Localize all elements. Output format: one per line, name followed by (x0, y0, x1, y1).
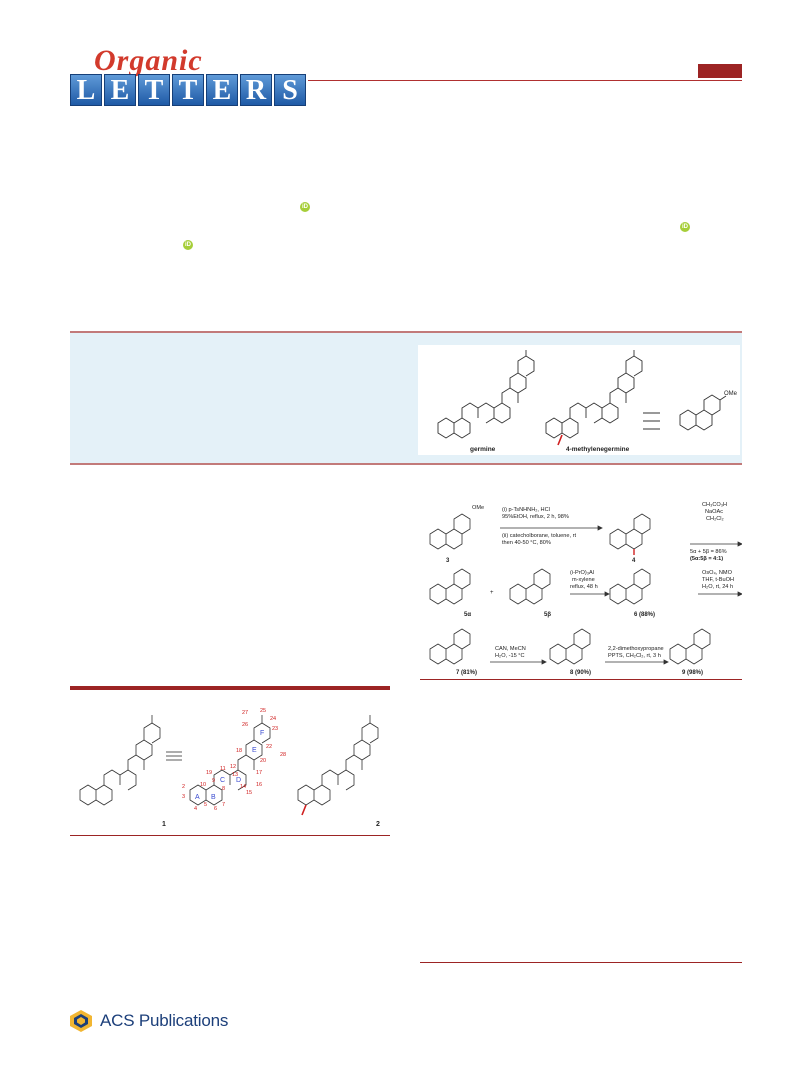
compound-7-label: 7 (81%) (456, 670, 477, 676)
journal-header: Organic L E T T E R S (70, 44, 742, 110)
step5-line2: H₂O, -15 °C (495, 653, 525, 659)
step1-line4: then 40-50 °C, 80% (502, 540, 551, 546)
step2-yield: 5α + 5β = 86% (690, 549, 727, 555)
step6-line2: PPTS, CH₂Cl₂, rt, 3 h (608, 653, 661, 659)
logo-organic-word: Organic (94, 44, 203, 77)
orcid-icon[interactable]: iD (680, 222, 690, 232)
step6-line1: 2,2-dimethoxypropane (608, 646, 664, 652)
step1-line1: (i) p-TsNHNH₂, HCl (502, 507, 550, 513)
carbon-number: 12 (230, 764, 236, 770)
step3-line3: reflux, 48 h (570, 584, 598, 590)
header-rule (308, 80, 742, 81)
carbon-number: 22 (266, 744, 272, 750)
toc-label-ome: OMe (724, 391, 738, 397)
logo-tile: E (206, 74, 238, 106)
logo-tile: S (274, 74, 306, 106)
carbon-number: 5 (204, 802, 207, 808)
carbon-number: 8 (222, 786, 225, 792)
figure-1-svg: A B C D E F 2 3 4 5 6 7 8 9 10 11 12 13 … (79, 708, 380, 828)
compound-8-label: 8 (90%) (570, 670, 591, 676)
logo-letter-tiles: L E T T E R S (70, 74, 306, 106)
carbon-number: 11 (220, 766, 226, 772)
compound-4-label: 4 (632, 558, 636, 564)
carbon-number: 17 (256, 770, 262, 776)
scheme-ome: OMe (472, 505, 484, 511)
carbon-number: 18 (236, 748, 242, 754)
ring-label-e: E (252, 747, 257, 754)
compound-5a-label: 5α (464, 612, 471, 618)
scheme-bottom-rule (420, 679, 742, 680)
carbon-number: 10 (200, 782, 206, 788)
step4-line2: THF, t-BuOH (702, 577, 734, 583)
carbon-number: 13 (232, 772, 238, 778)
compound-1-label: 1 (162, 821, 166, 828)
carbon-number: 6 (214, 806, 217, 812)
compound-3-label: 3 (446, 558, 450, 564)
compound-9-label: 9 (98%) (682, 670, 703, 676)
carbon-number: 2 (182, 784, 185, 790)
carbon-number: 16 (256, 782, 262, 788)
orcid-icon[interactable]: iD (300, 202, 310, 212)
toc-structures-svg: germine 4-methylenegermine OMe (437, 350, 738, 453)
ring-label-b: B (211, 794, 216, 801)
step1-line2: 95%EtOH, reflux, 2 h, 98% (502, 514, 569, 520)
scheme-svg: (i) p-TsNHNH₂, HCl 95%EtOH, reflux, 2 h,… (429, 502, 743, 676)
carbon-number: 15 (246, 790, 252, 796)
carbon-number: 7 (222, 802, 225, 808)
carbon-number: 19 (206, 770, 212, 776)
logo-tile: T (172, 74, 204, 106)
carbon-number: 14 (240, 784, 246, 790)
step4-line1: OsO₄, NMO (702, 570, 733, 576)
carbon-number: 27 (242, 710, 248, 716)
ring-label-a: A (195, 794, 200, 801)
step4-line3: H₂O, rt, 24 h (702, 584, 733, 590)
carbon-number: 25 (260, 708, 266, 714)
orcid-icon[interactable]: iD (183, 240, 193, 250)
ring-label-c: C (220, 777, 225, 784)
step2-line2: NaOAc (705, 509, 723, 515)
toc-label-methylenegermine: 4-methylenegermine (566, 446, 630, 453)
acs-publications-logo[interactable]: ACS Publications (68, 1006, 228, 1036)
acs-hexagon-icon (70, 1010, 92, 1032)
plus-sign: + (490, 590, 494, 596)
organic-letters-logo: Organic L E T T E R S (70, 44, 310, 110)
toc-graphic: germine 4-methylenegermine OMe (418, 345, 740, 455)
carbon-number: 26 (242, 722, 248, 728)
step3-line2: m-xylene (572, 577, 595, 583)
compound-6-label: 6 (88%) (634, 612, 655, 618)
step3-line1: (i-PrO)₃Al (570, 570, 594, 576)
logo-tile: R (240, 74, 272, 106)
abstract-band: germine 4-methylenegermine OMe (70, 331, 742, 465)
header-tab (698, 64, 742, 78)
synthesis-scheme: (i) p-TsNHNH₂, HCl 95%EtOH, reflux, 2 h,… (420, 494, 743, 680)
step5-line1: CAN, MeCN (495, 646, 526, 652)
carbon-number: 28 (280, 752, 286, 758)
step2-line3: CH₂Cl₂ (706, 516, 724, 522)
carbon-number: 20 (260, 758, 266, 764)
carbon-number: 3 (182, 794, 185, 800)
carbon-number: 4 (194, 806, 197, 812)
step1-line3: (ii) catecholborane, toluene, rt (502, 533, 576, 539)
ring-label-d: D (236, 777, 241, 784)
carbon-number: 24 (270, 716, 276, 722)
acs-publications-text: ACS Publications (100, 1011, 229, 1030)
step2-ratio: (5α:5β = 4:1) (690, 556, 723, 562)
compound-5b-label: 5β (544, 612, 551, 618)
column-bottom-rule (420, 962, 742, 963)
carbon-number: 23 (272, 726, 278, 732)
figure-1: A B C D E F 2 3 4 5 6 7 8 9 10 11 12 13 … (70, 686, 390, 836)
step2-line1: CH₃CO₃H (702, 502, 727, 508)
logo-tile: E (104, 74, 136, 106)
ring-label-f: F (260, 730, 264, 737)
toc-label-germine: germine (470, 446, 496, 453)
logo-tile: L (70, 74, 102, 106)
logo-tile: T (138, 74, 170, 106)
compound-2-label: 2 (376, 821, 380, 828)
carbon-number: 9 (212, 778, 215, 784)
